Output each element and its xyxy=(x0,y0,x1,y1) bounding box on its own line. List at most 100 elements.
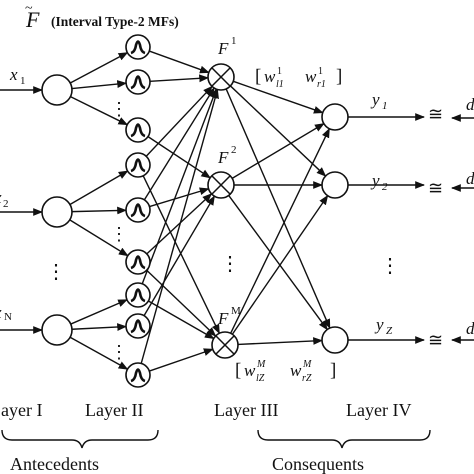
mf-node-7 xyxy=(125,282,151,308)
approx-symbol-2: ≅ xyxy=(428,178,443,198)
weight-bottom-left: w xyxy=(244,361,256,380)
edge-input1-mf1 xyxy=(69,52,129,84)
output-label-1-main: y xyxy=(370,90,380,109)
weight-top-left-sup: 1 xyxy=(277,66,282,77)
edge-mf2-rule1-1 xyxy=(149,74,210,83)
edge-input3-mf8 xyxy=(71,323,127,331)
input-label-1-main: x xyxy=(9,65,18,84)
rule-label-2-main: F xyxy=(217,148,229,167)
input-label-1: x 1 xyxy=(9,65,26,87)
weight-top-right-sup: 1 xyxy=(318,66,323,77)
group-label-consequents: Consequents xyxy=(272,454,364,474)
weight-bottom-open-bracket: [ xyxy=(235,360,241,381)
input-label-2: x 2 xyxy=(0,188,9,210)
layer-label-4: Layer IV xyxy=(346,400,411,420)
product-node-icon xyxy=(211,67,231,87)
mf-node-2 xyxy=(125,69,151,95)
product-node-icon xyxy=(215,335,235,355)
mf-node-5 xyxy=(125,197,151,223)
edge-mf6-rule3-7 xyxy=(146,269,217,337)
gaussian-mf-icon xyxy=(130,368,146,383)
rule-label-1-main: F xyxy=(217,39,229,58)
weight-top-left-sub: l1 xyxy=(276,79,284,90)
weight-top-right-sub: r1 xyxy=(317,79,326,90)
rule-label-2: F 2 xyxy=(217,144,237,167)
edge-rule1-out1 xyxy=(233,80,324,114)
edge-mf5-rule2-5 xyxy=(149,187,210,208)
mf-node-1 xyxy=(125,34,151,60)
edge-mf9-rule3-12 xyxy=(149,348,214,372)
edge-mf9-rule1-13 xyxy=(140,88,219,364)
input-label-2-sub: 2 xyxy=(3,198,9,210)
layer-label-1: Layer I xyxy=(0,400,42,420)
edge-rule3-out1 xyxy=(230,127,330,334)
edge-mf8-rule2-11 xyxy=(143,195,216,317)
output-label-2: y 2 xyxy=(370,171,388,193)
output-node-3 xyxy=(321,326,349,354)
group-label-antecedents: Antecedents xyxy=(10,454,99,474)
network-nodes xyxy=(41,34,349,388)
edge-input3-mf7 xyxy=(70,299,128,325)
weight-top-left: w xyxy=(264,67,276,86)
rule-label-m-main: F xyxy=(217,309,229,328)
output-label-z-main: y xyxy=(374,315,384,334)
input-label-n-main: x xyxy=(0,303,2,322)
target-glyph-2: d xyxy=(466,169,474,188)
output-node-2 xyxy=(321,171,349,199)
mf-node-4 xyxy=(125,152,151,178)
weight-bottom-left-sup: M xyxy=(256,359,266,370)
input-label-1-sub: 1 xyxy=(20,75,26,87)
edge-rule3-out2 xyxy=(231,194,329,335)
mf-node-6 xyxy=(125,249,151,275)
rule-label-m-sup: M xyxy=(231,305,241,317)
title-symbol: F xyxy=(25,7,40,32)
input-node-2 xyxy=(41,196,73,228)
weight-top-open-bracket: [ xyxy=(255,66,261,87)
title-tilde-mark: ~ xyxy=(25,1,33,16)
weight-top-close-bracket: ] xyxy=(336,66,342,87)
weight-label-bottom: [ w M lZ w M rZ ] xyxy=(235,359,336,384)
mf-node-3 xyxy=(125,117,151,143)
output-label-1-sub: 1 xyxy=(382,100,388,112)
edge-mf4-rule3-4 xyxy=(142,175,220,335)
mf-ellipsis-1: ⋮ xyxy=(110,99,128,119)
edge-mf1-rule1-0 xyxy=(149,50,210,74)
gaussian-mf-icon xyxy=(130,40,146,55)
output-label-z: y Z xyxy=(374,315,393,337)
input-node-1 xyxy=(41,74,73,106)
output-label-2-main: y xyxy=(370,171,380,190)
edge-mf5-rule1-6 xyxy=(143,87,215,201)
approx-symbol-z: ≅ xyxy=(428,330,443,350)
weight-top-right: w xyxy=(305,67,317,86)
consequents-brace xyxy=(257,429,431,449)
gaussian-mf-icon xyxy=(130,158,146,173)
edge-mf4-rule1-3 xyxy=(145,85,213,157)
edge-input2-mf5 xyxy=(71,206,127,215)
output-label-1: y 1 xyxy=(370,90,388,112)
input-label-n-sub: N xyxy=(4,311,12,323)
approx-symbol-1: ≅ xyxy=(428,104,443,124)
edge-mf3-rule2-2 xyxy=(147,136,211,179)
rule-ellipsis: ⋮ xyxy=(220,253,240,275)
input-label-2-main: x xyxy=(0,188,2,207)
product-node-icon xyxy=(211,175,231,195)
edge-rule2-out1 xyxy=(231,123,325,179)
edge-input1-mf2 xyxy=(71,80,128,90)
edge-input2-mf4 xyxy=(69,170,129,206)
title-caption: (Interval Type-2 MFs) xyxy=(51,14,179,29)
edge-rule2-out3 xyxy=(228,195,328,331)
output-label-z-sub: Z xyxy=(386,325,393,337)
weight-bottom-right-sub: rZ xyxy=(302,373,312,384)
diagram-title: F ~ (Interval Type-2 MFs) xyxy=(25,1,179,32)
target-glyph-1: d xyxy=(466,95,474,114)
edge-input1-mf3 xyxy=(70,96,129,126)
rule-label-m: F M xyxy=(217,305,241,328)
layer-label-2: Layer II xyxy=(85,400,143,420)
target-glyph-z: d xyxy=(466,319,474,338)
rule-label-2-sup: 2 xyxy=(231,144,237,156)
gaussian-mf-icon xyxy=(130,288,146,303)
edge-mf7-rule1-9 xyxy=(141,88,218,285)
input-ellipsis: ⋮ xyxy=(46,261,66,283)
rule-label-1: F 1 xyxy=(217,35,237,58)
